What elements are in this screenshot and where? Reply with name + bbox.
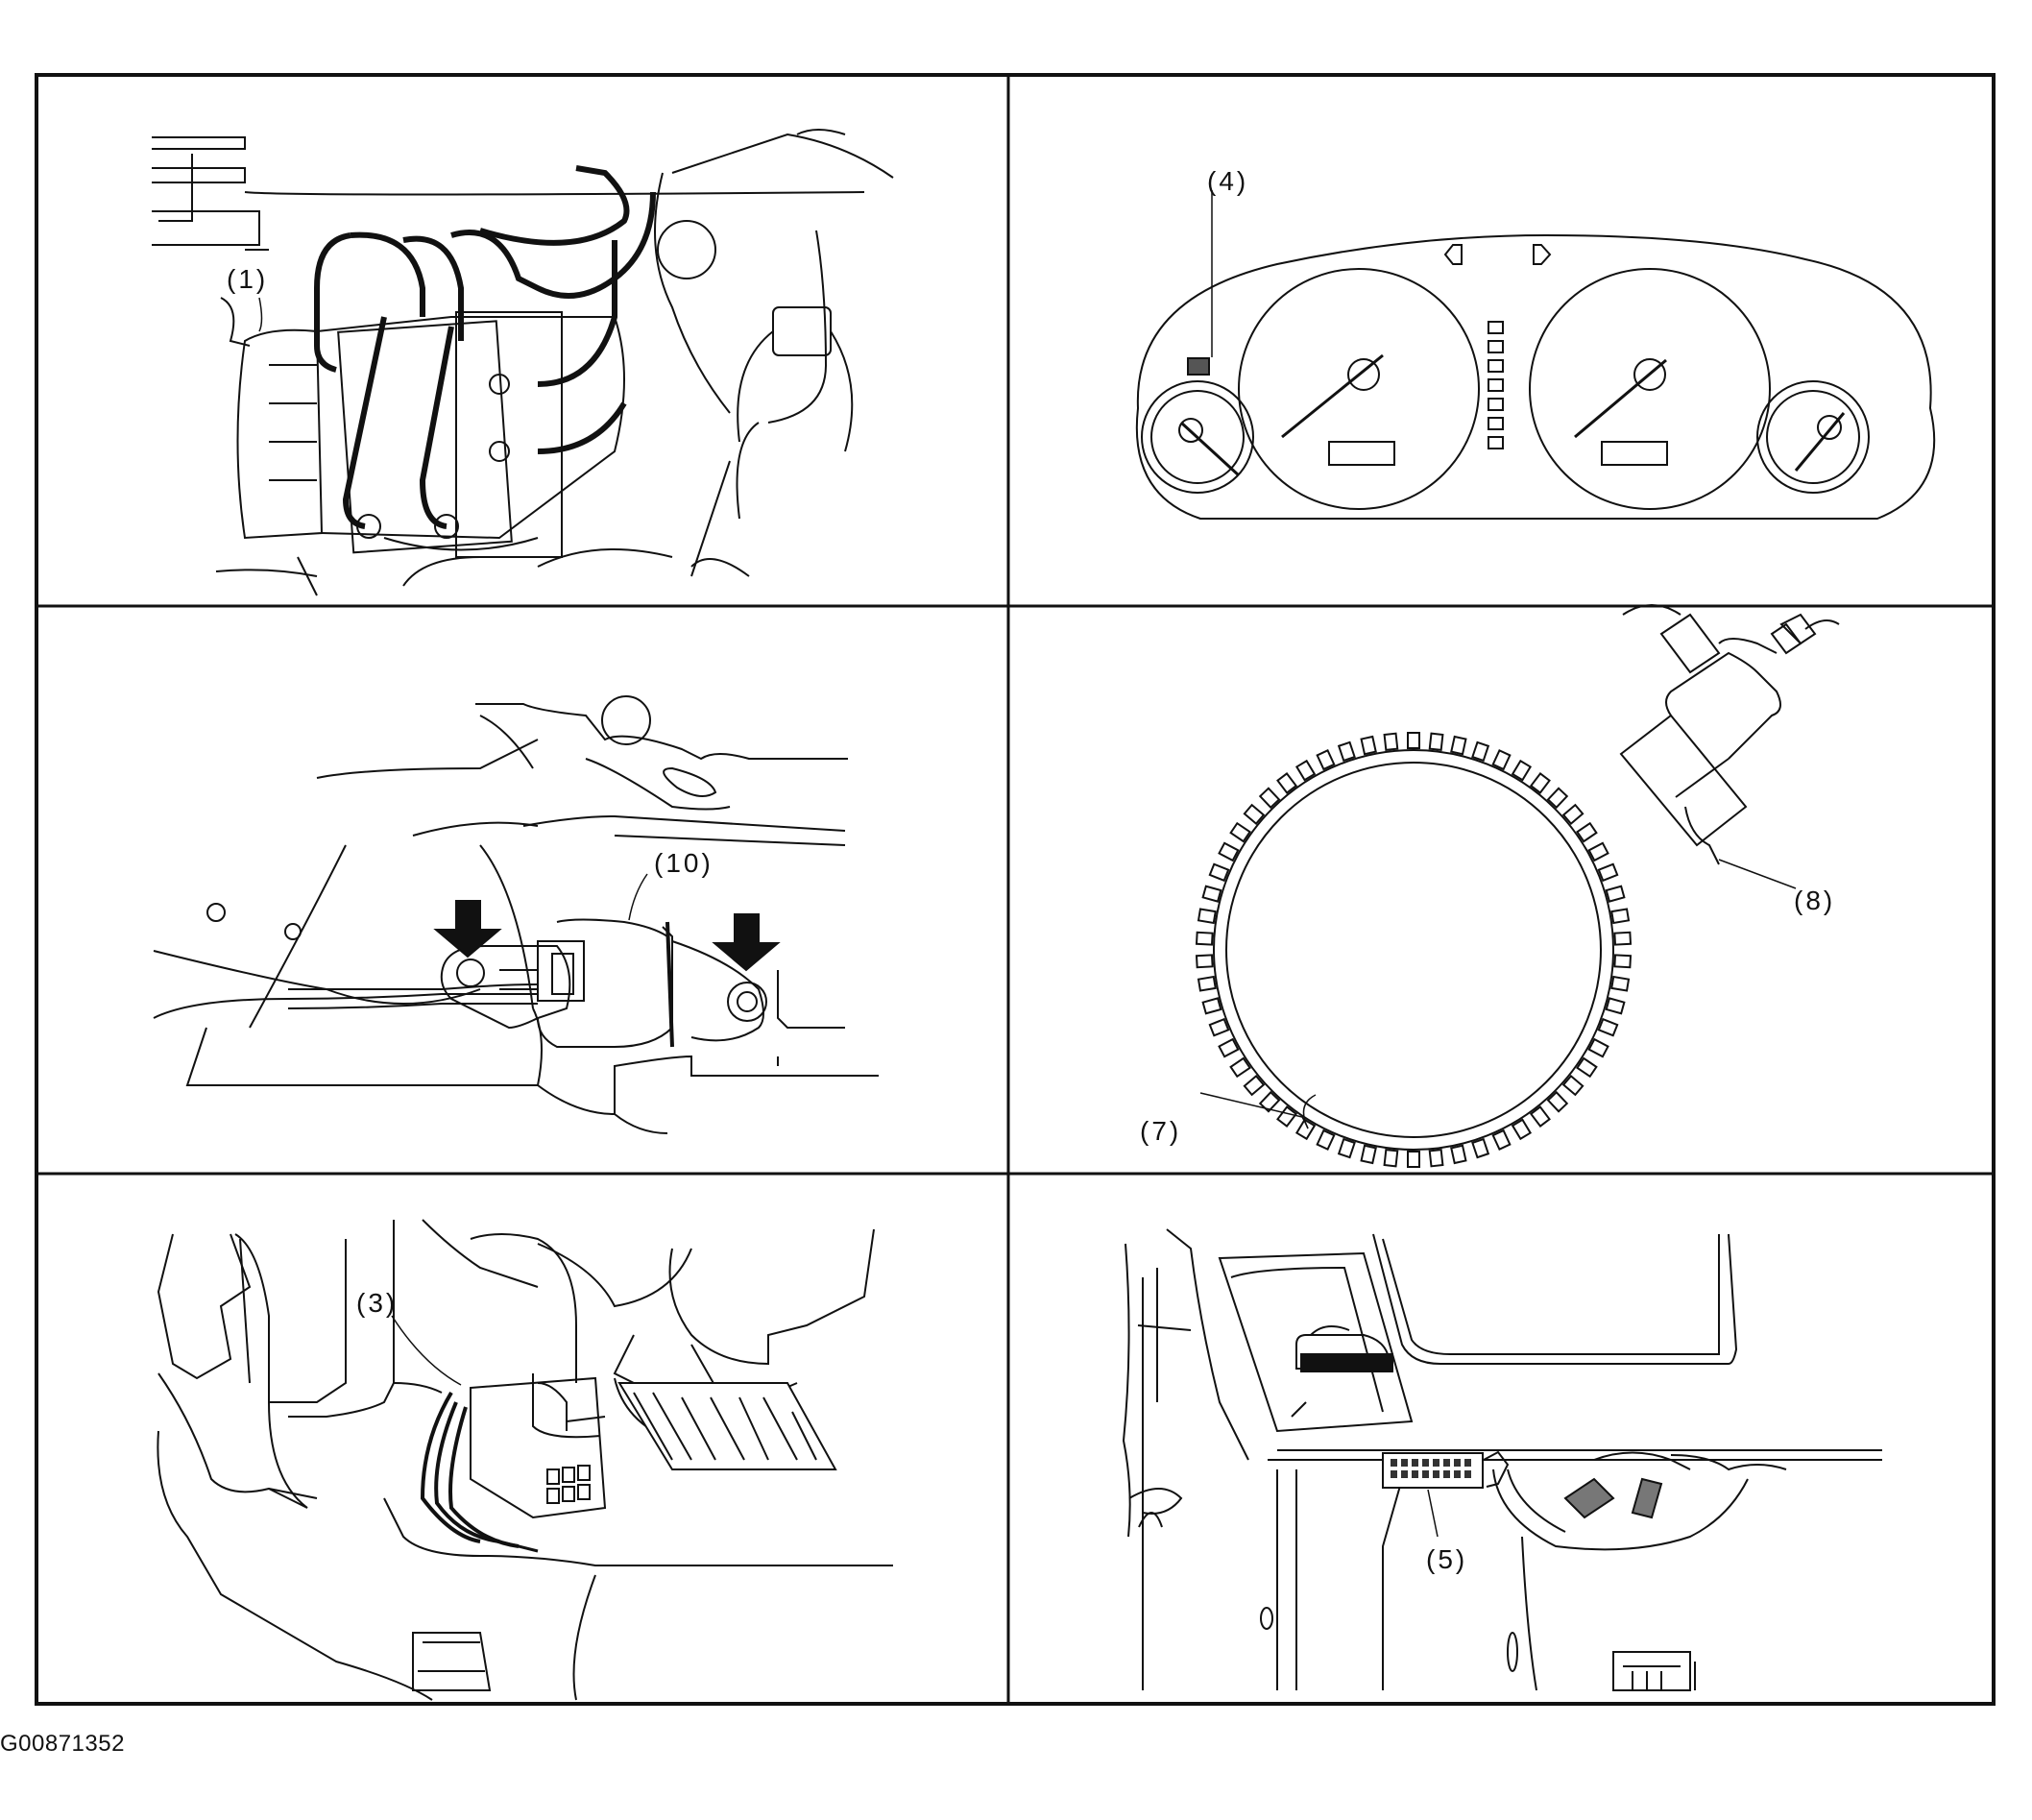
panel-data-link-connector (1124, 1229, 1882, 1690)
figure-code: G00871352 (0, 1731, 125, 1757)
panel-abs-unit (152, 130, 893, 595)
callout-8: (8) (1794, 886, 1835, 915)
callout-7: (7) (1140, 1116, 1181, 1146)
panel-combination-meter (1137, 190, 1934, 519)
callout-4: (4) (1207, 166, 1248, 196)
tone-wheel-teeth (1197, 733, 1631, 1167)
callout-1: (1) (227, 264, 268, 294)
panel-sensor-bracket (154, 696, 879, 1133)
panel-harness-connector (157, 1220, 893, 1700)
diagram-frame (36, 75, 1994, 1704)
panel-tone-wheel (1197, 605, 1839, 1167)
callout-10: (10) (654, 848, 714, 878)
callout-3: (3) (356, 1288, 398, 1318)
callout-5: (5) (1426, 1544, 1467, 1574)
